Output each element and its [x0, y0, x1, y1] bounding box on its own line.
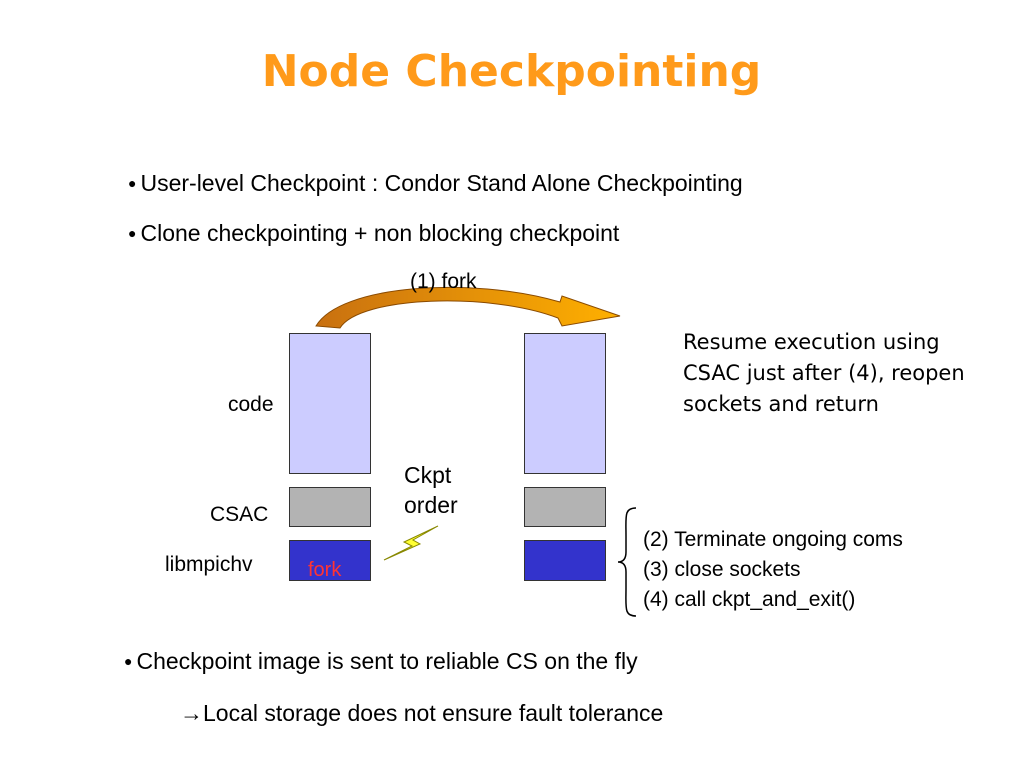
page-title: Node Checkpointing — [261, 46, 762, 97]
bullet-item-1: ●User-level Checkpoint : Condor Stand Al… — [128, 170, 743, 197]
ckpt-order-line-1: Ckpt — [404, 462, 452, 488]
sub-bullet-item: →Local storage does not ensure fault tol… — [180, 700, 663, 727]
right-libmpichv-block — [524, 540, 606, 581]
bullet-item-3: ●Checkpoint image is sent to reliable CS… — [124, 648, 638, 675]
bullet-item-2: ●Clone checkpointing + non blocking chec… — [128, 220, 619, 247]
code-label: code — [228, 393, 274, 416]
fork-arrow-label: (1) fork — [410, 270, 477, 293]
steps-list: (2) Terminate ongoing coms (3) close soc… — [643, 525, 903, 615]
bullet-dot-icon: ● — [124, 653, 133, 669]
step-item: (2) Terminate ongoing coms — [643, 528, 903, 551]
left-code-block — [289, 333, 371, 474]
bullet-text: Clone checkpointing + non blocking check… — [140, 220, 620, 246]
left-libmpichv-block: fork — [289, 540, 371, 581]
libmpichv-label: libmpichv — [165, 553, 253, 576]
bullet-text: User-level Checkpoint : Condor Stand Alo… — [140, 170, 743, 196]
step-item: (3) close sockets — [643, 558, 801, 581]
fork-label: fork — [308, 559, 342, 581]
right-csac-block — [524, 487, 606, 527]
bullet-dot-icon: ● — [128, 225, 137, 241]
bullet-text: Checkpoint image is sent to reliable CS … — [136, 648, 638, 674]
ckpt-order-line-2: order — [404, 492, 458, 518]
step-item: (4) call ckpt_and_exit() — [643, 588, 856, 611]
brace-icon — [617, 507, 637, 617]
right-code-block — [524, 333, 606, 474]
csac-label: CSAC — [210, 503, 269, 526]
lightning-icon — [383, 525, 439, 561]
left-csac-block — [289, 487, 371, 527]
fork-arrow — [315, 286, 621, 329]
sub-bullet-text: Local storage does not ensure fault tole… — [203, 700, 664, 726]
resume-description: Resume execution using CSAC just after (… — [683, 330, 965, 416]
bullet-dot-icon: ● — [128, 175, 137, 191]
ckpt-order-label: Ckpt order — [404, 460, 458, 520]
right-arrow-icon: → — [180, 700, 203, 726]
